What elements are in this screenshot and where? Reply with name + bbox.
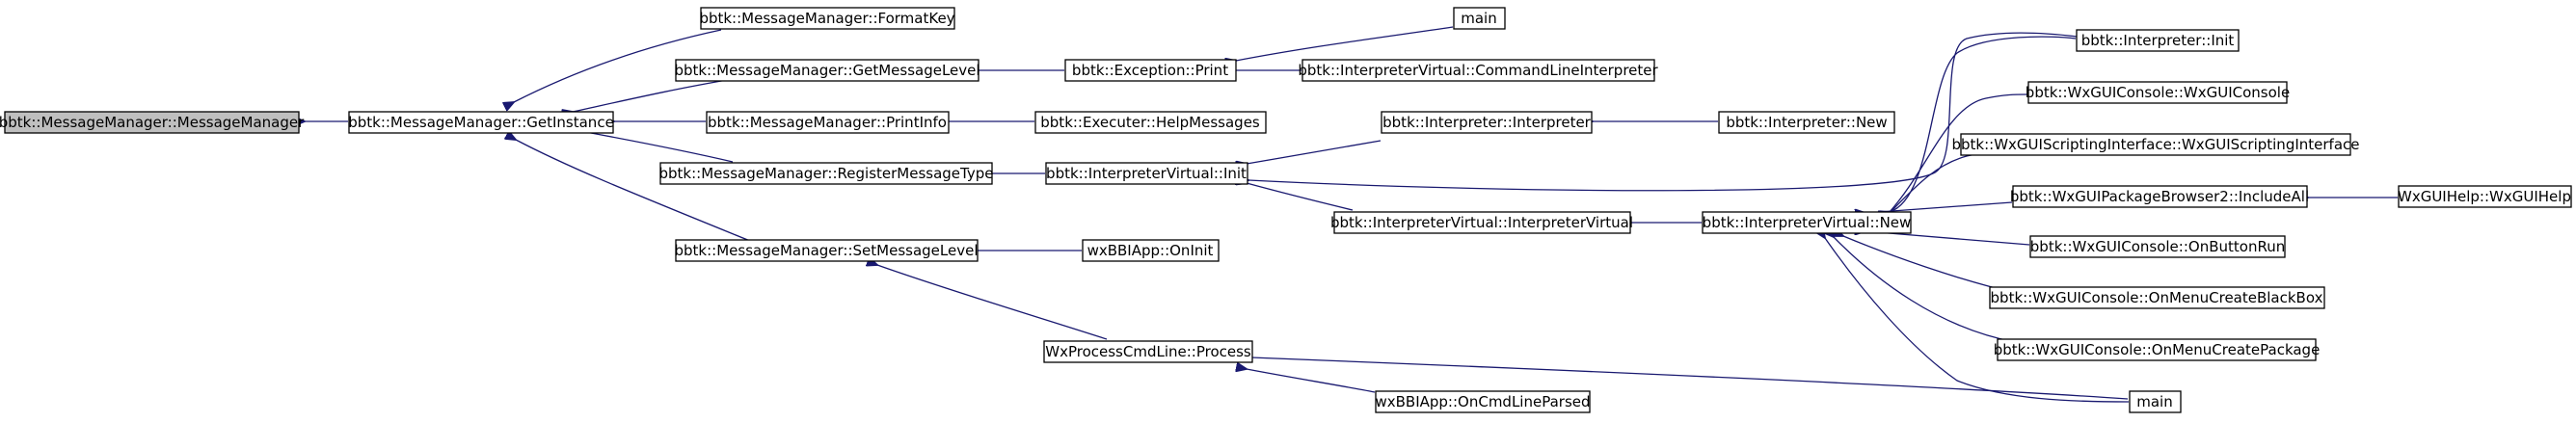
svg-text:bbtk::WxGUIConsole::OnButtonRu: bbtk::WxGUIConsole::OnButtonRun	[2030, 238, 2285, 255]
svg-text:bbtk::InterpreterVirtual::Comm: bbtk::InterpreterVirtual::CommandLineInt…	[1298, 62, 1658, 79]
edge-oncmdlineparsed-to-process	[1247, 369, 1376, 393]
node-wxguiscripting-ctor[interactable]: bbtk::WxGUIScriptingInterface::WxGUIScri…	[1951, 133, 2360, 156]
node-on-menu-create-blackbox[interactable]: bbtk::WxGUIConsole::OnMenuCreateBlackBox	[1989, 286, 2325, 309]
edge-interpretervirtualctor-to-virtualinit	[1247, 183, 1354, 211]
edge-registermessagetype-to-getinstance	[576, 130, 734, 163]
svg-text:bbtk::MessageManager::MessageM: bbtk::MessageManager::MessageManager	[0, 114, 305, 131]
edge-interpreterinterpreter-to-virtualinit	[1247, 140, 1382, 164]
edge-wxguiconsole-to-virtualnew	[1890, 93, 2028, 212]
svg-text:main: main	[1461, 10, 1496, 27]
edge-onmenucreateblackbox-to-virtualnew	[1843, 236, 2016, 294]
svg-text:bbtk::Interpreter::Init: bbtk::Interpreter::Init	[2081, 32, 2235, 49]
edge-formatkey-to-getinstance	[514, 29, 722, 102]
node-interpreter-virtual-ctor[interactable]: bbtk::InterpreterVirtual::InterpreterVir…	[1330, 211, 1633, 234]
node-main-top[interactable]: main	[1453, 7, 1506, 30]
svg-text:bbtk::MessageManager::SetMessa: bbtk::MessageManager::SetMessageLevel	[674, 242, 978, 259]
node-include-all[interactable]: bbtk::WxGUIPackageBrowser2::IncludeAll	[2010, 185, 2309, 208]
node-exception-print[interactable]: bbtk::Exception::Print	[1064, 59, 1237, 82]
node-interpreter-new[interactable]: bbtk::Interpreter::New	[1718, 111, 1895, 134]
node-command-line-interpreter[interactable]: bbtk::InterpreterVirtual::CommandLineInt…	[1298, 59, 1658, 82]
node-wxguiconsole-ctor[interactable]: bbtk::WxGUIConsole::WxGUIConsole	[2026, 81, 2290, 104]
edge-main-to-virtualnew	[1825, 238, 2130, 403]
node-interpreter-init[interactable]: bbtk::Interpreter::Init	[2076, 29, 2240, 52]
svg-text:bbtk::WxGUIConsole::WxGUIConso: bbtk::WxGUIConsole::WxGUIConsole	[2026, 84, 2290, 101]
svg-text:bbtk::MessageManager::GetMessa: bbtk::MessageManager::GetMessageLevel	[674, 62, 979, 79]
svg-text:bbtk::WxGUIConsole::OnMenuCrea: bbtk::WxGUIConsole::OnMenuCreateBlackBox	[1991, 289, 2323, 306]
node-interpreter-virtual-new[interactable]: bbtk::InterpreterVirtual::New	[1702, 211, 1912, 234]
edge-process-to-setmessagelevel	[877, 265, 1108, 340]
node-interpreter-interpreter[interactable]: bbtk::Interpreter::Interpreter	[1381, 111, 1593, 134]
svg-text:bbtk::WxGUIConsole::OnMenuCrea: bbtk::WxGUIConsole::OnMenuCreatePackage	[1994, 341, 2321, 358]
node-on-button-run[interactable]: bbtk::WxGUIConsole::OnButtonRun	[2029, 235, 2286, 258]
node-register-message-type[interactable]: bbtk::MessageManager::RegisterMessageTyp…	[658, 162, 994, 185]
node-get-message-level[interactable]: bbtk::MessageManager::GetMessageLevel	[674, 59, 980, 82]
node-wxbbiapp-oninit[interactable]: wxBBIApp::OnInit	[1082, 239, 1220, 262]
edge-onmenucreatepackage-to-virtualnew	[1834, 237, 2016, 343]
svg-text:wxBBIApp::OnCmdLineParsed: wxBBIApp::OnCmdLineParsed	[1375, 393, 1590, 410]
svg-text:main: main	[2136, 393, 2172, 410]
node-on-menu-create-package[interactable]: bbtk::WxGUIConsole::OnMenuCreatePackage	[1994, 338, 2321, 361]
node-executer-help-messages[interactable]: bbtk::Executer::HelpMessages	[1034, 111, 1267, 134]
svg-text:bbtk::Interpreter::Interpreter: bbtk::Interpreter::Interpreter	[1382, 114, 1592, 131]
svg-text:bbtk::Exception::Print: bbtk::Exception::Print	[1072, 62, 1228, 79]
svg-text:bbtk::MessageManager::PrintInf: bbtk::MessageManager::PrintInfo	[708, 114, 947, 131]
node-wxguihelp-ctor[interactable]: WxGUIHelp::WxGUIHelp	[2398, 185, 2572, 208]
node-get-instance[interactable]: bbtk::MessageManager::GetInstance	[348, 111, 614, 134]
edge-setmessagelevel-to-getinstance	[516, 140, 751, 242]
node-main-bottom[interactable]: main	[2129, 390, 2182, 413]
svg-text:bbtk::Executer::HelpMessages: bbtk::Executer::HelpMessages	[1040, 114, 1260, 131]
node-format-key[interactable]: bbtk::MessageManager::FormatKey	[699, 7, 955, 30]
svg-text:bbtk::WxGUIScriptingInterface:: bbtk::WxGUIScriptingInterface::WxGUIScri…	[1951, 136, 2359, 153]
edge-getmessagelevel-to-getinstance	[573, 78, 734, 112]
node-wxprocesscmdline-process[interactable]: WxProcessCmdLine::Process	[1043, 340, 1253, 363]
svg-text:bbtk::Interpreter::New: bbtk::Interpreter::New	[1726, 114, 1887, 131]
edge-interpreterinit-to-virtualnew	[1890, 36, 2077, 212]
node-wxbbiapp-oncmdlineparsed[interactable]: wxBBIApp::OnCmdLineParsed	[1375, 390, 1591, 413]
svg-text:bbtk::WxGUIPackageBrowser2::In: bbtk::WxGUIPackageBrowser2::IncludeAll	[2010, 188, 2309, 205]
edge-includeall-to-virtualnew	[1865, 201, 2013, 213]
svg-text:bbtk::InterpreterVirtual::New: bbtk::InterpreterVirtual::New	[1703, 214, 1912, 231]
node-set-message-level[interactable]: bbtk::MessageManager::SetMessageLevel	[674, 239, 979, 262]
edge-main-to-exceptionprint	[1236, 26, 1454, 61]
edge-process-to-main	[1251, 357, 2129, 400]
svg-text:bbtk::MessageManager::Register: bbtk::MessageManager::RegisterMessageTyp…	[658, 165, 993, 182]
node-interpreter-virtual-init[interactable]: bbtk::InterpreterVirtual::Init	[1045, 162, 1248, 185]
svg-text:bbtk::InterpreterVirtual::Init: bbtk::InterpreterVirtual::Init	[1046, 165, 1247, 182]
svg-text:bbtk::MessageManager::FormatKe: bbtk::MessageManager::FormatKey	[699, 10, 954, 27]
node-message-manager-ctor[interactable]: bbtk::MessageManager::MessageManager	[0, 111, 305, 134]
nodes: bbtk::MessageManager::MessageManager bbt…	[0, 7, 2572, 413]
svg-text:bbtk::MessageManager::GetInsta: bbtk::MessageManager::GetInstance	[348, 114, 614, 131]
edge-interpreterinit-to-virtualinit	[1248, 32, 2079, 192]
svg-text:wxBBIApp::OnInit: wxBBIApp::OnInit	[1087, 242, 1214, 259]
node-print-info[interactable]: bbtk::MessageManager::PrintInfo	[706, 111, 950, 134]
svg-text:bbtk::InterpreterVirtual::Inte: bbtk::InterpreterVirtual::InterpreterVir…	[1330, 214, 1633, 231]
svg-text:WxGUIHelp::WxGUIHelp: WxGUIHelp::WxGUIHelp	[2398, 188, 2571, 205]
svg-text:WxProcessCmdLine::Process: WxProcessCmdLine::Process	[1045, 343, 1251, 360]
